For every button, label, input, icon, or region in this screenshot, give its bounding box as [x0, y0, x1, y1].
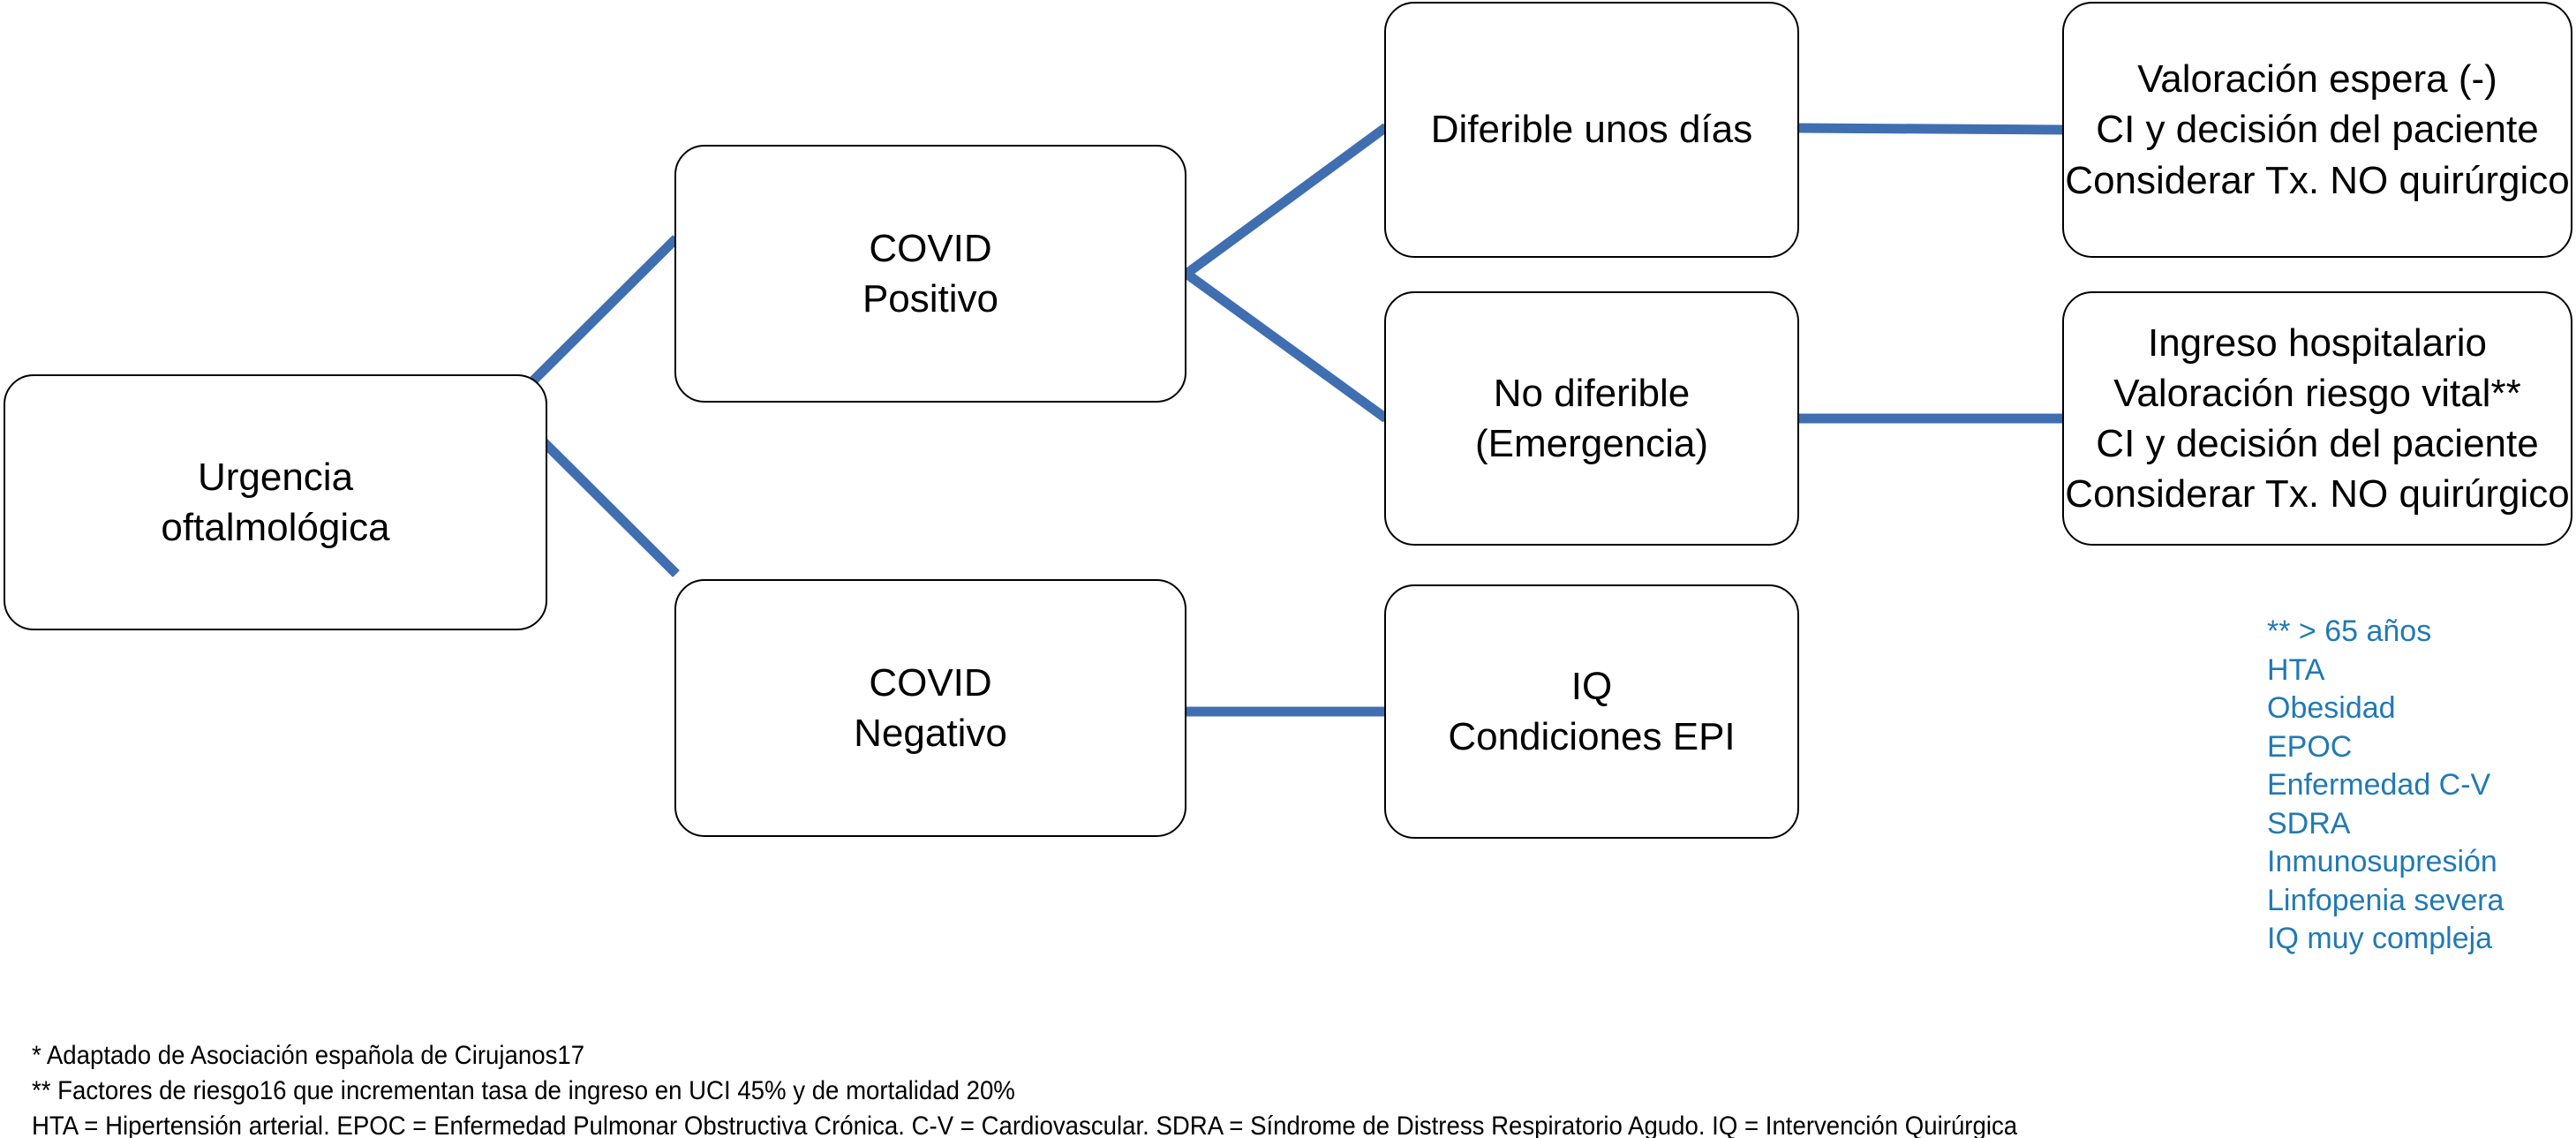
node-label-group: Diferible unos días [1386, 104, 1797, 154]
footnote-line: * Adaptado de Asociación española de Cir… [32, 1041, 585, 1070]
node-label-group: Urgencia oftalmológica [5, 452, 546, 553]
node-label-group: Ingreso hospitalario Valoración riesgo v… [2064, 318, 2571, 520]
legend-item: ** > 65 años [2267, 614, 2432, 648]
node-label-line: COVID [869, 226, 992, 270]
node-urgencia-oftalmologica[interactable]: Urgencia oftalmológica [4, 374, 547, 630]
node-label-line: Valoración riesgo vital** [2113, 371, 2521, 415]
legend-item: EPOC [2267, 729, 2353, 764]
node-label-group: Valoración espera (-) CI y decisión del … [2064, 54, 2571, 206]
node-label-line: COVID [869, 660, 992, 705]
node-diferible-unos-dias[interactable]: Diferible unos días [1384, 2, 1799, 258]
footnote-line: ** Factores de riesgo16 que incrementan … [32, 1075, 1015, 1105]
node-label-line: Considerar Tx. NO quirúrgico [2065, 472, 2570, 516]
node-ingreso-hospitalario[interactable]: Ingreso hospitalario Valoración riesgo v… [2062, 291, 2572, 546]
edge-covid-positivo-to-diferible [1183, 123, 1390, 278]
legend-item: Obesidad [2267, 691, 2396, 726]
node-label-line: Condiciones EPI [1448, 715, 1736, 758]
legend-item: HTA [2267, 652, 2325, 687]
node-label-group: No diferible (Emergencia) [1386, 368, 1797, 469]
node-label-line: Negativo [854, 712, 1007, 755]
node-label-group: COVID Positivo [676, 223, 1185, 324]
node-label-line: No diferible [1493, 371, 1691, 415]
node-iq-condiciones-epi[interactable]: IQ Condiciones EPI [1384, 584, 1799, 839]
legend-item: Enfermedad C-V [2267, 768, 2491, 803]
legend-item: Linfopenia severa [2267, 883, 2504, 917]
legend-item: IQ muy compleja [2267, 922, 2493, 956]
risk-factors-legend: ** > 65 años HTA Obesidad EPOC Enfermeda… [2267, 613, 2504, 959]
footnote-line: HTA = Hipertensión arterial. EPOC = Enfe… [32, 1111, 2018, 1138]
node-label-line: Valoración espera (-) [2137, 57, 2497, 102]
legend-item: SDRA [2267, 806, 2351, 840]
node-label-line: IQ [1570, 664, 1613, 708]
node-covid-negativo[interactable]: COVID Negativo [674, 579, 1186, 837]
node-valoracion-espera[interactable]: Valoración espera (-) CI y decisión del … [2062, 2, 2572, 258]
node-label-line: Diferible unos días [1430, 108, 1753, 152]
legend-item: Inmunosupresión [2267, 845, 2497, 879]
footnotes-block: * Adaptado de Asociación española de Cir… [32, 1038, 2017, 1138]
edge-covid-positivo-to-no-diferible [1183, 269, 1390, 423]
edge-diferible-to-valoracion [1798, 123, 2065, 135]
node-label-group: COVID Negativo [676, 658, 1185, 758]
node-label-line: CI y decisión del paciente [2096, 422, 2539, 465]
node-label-line: Considerar Tx. NO quirúrgico [2065, 158, 2570, 202]
node-label-line: Positivo [862, 277, 999, 320]
node-label-line: CI y decisión del paciente [2096, 108, 2539, 152]
node-label-line: Ingreso hospitalario [2147, 320, 2487, 365]
node-label-group: IQ Condiciones EPI [1386, 661, 1797, 762]
node-no-diferible-emergencia[interactable]: No diferible (Emergencia) [1384, 291, 1799, 546]
node-covid-positivo[interactable]: COVID Positivo [674, 145, 1186, 403]
node-label-line: oftalmológica [161, 506, 390, 549]
node-label-line: Urgencia [197, 455, 354, 499]
node-label-line: (Emergencia) [1474, 422, 1709, 465]
